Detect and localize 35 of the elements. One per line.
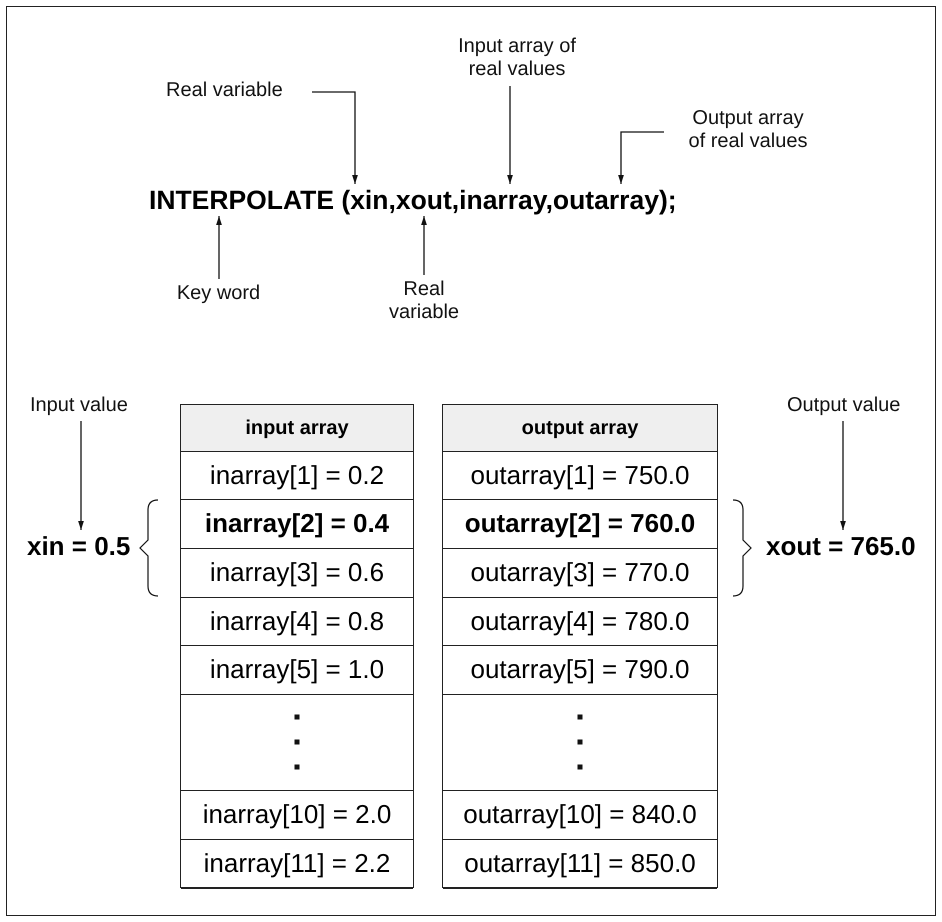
data-table: [442, 404, 718, 888]
leader-arrow: [78, 421, 84, 530]
table-cell: inarray[11] = 2.2: [181, 839, 413, 889]
column-header: input array: [181, 405, 413, 452]
value-label: xin = 0.5: [27, 530, 135, 562]
annotation-label: Key word: [171, 282, 266, 306]
table-cell: inarray[1] = 0.2: [181, 451, 413, 500]
column-header: output array: [443, 405, 717, 452]
annotation-label: Input value: [30, 394, 140, 418]
table-cell: outarray[11] = 850.0: [443, 839, 717, 889]
table-cell: outarray[1] = 750.0: [443, 451, 717, 500]
annotation-label: Output array of real values: [682, 107, 814, 155]
table-cell: inarray[4] = 0.8: [181, 597, 413, 646]
data-table: [180, 404, 414, 888]
leader-arrow: [840, 421, 846, 530]
code-statement: INTERPOLATE (xin,xout,inarray,outarray);: [149, 184, 681, 216]
leader-arrow: [507, 86, 513, 184]
annotation-label: Real variable: [384, 278, 464, 324]
annotation-label: Output value: [787, 394, 913, 418]
leader-arrow: [216, 216, 222, 279]
table-cell: outarray[4] = 780.0: [443, 597, 717, 646]
annotation-label: Real variable: [166, 79, 294, 103]
leader-arrow: [312, 91, 358, 184]
value-label: xout = 765.0: [766, 530, 926, 562]
table-cell: inarray[3] = 0.6: [181, 548, 413, 598]
annotation-label: Input array of real values: [442, 35, 592, 83]
leader-arrow: [421, 216, 427, 275]
table-cell: inarray[10] = 2.0: [181, 790, 413, 840]
table-cell: outarray[5] = 790.0: [443, 645, 717, 695]
leader-arrow: [618, 131, 664, 184]
table-cell: outarray[2] = 760.0: [443, 499, 717, 549]
table-cell: outarray[3] = 770.0: [443, 548, 717, 598]
table-cell: inarray[2] = 0.4: [181, 499, 413, 549]
table-cell: outarray[10] = 840.0: [443, 790, 717, 840]
table-cell: inarray[5] = 1.0: [181, 645, 413, 695]
